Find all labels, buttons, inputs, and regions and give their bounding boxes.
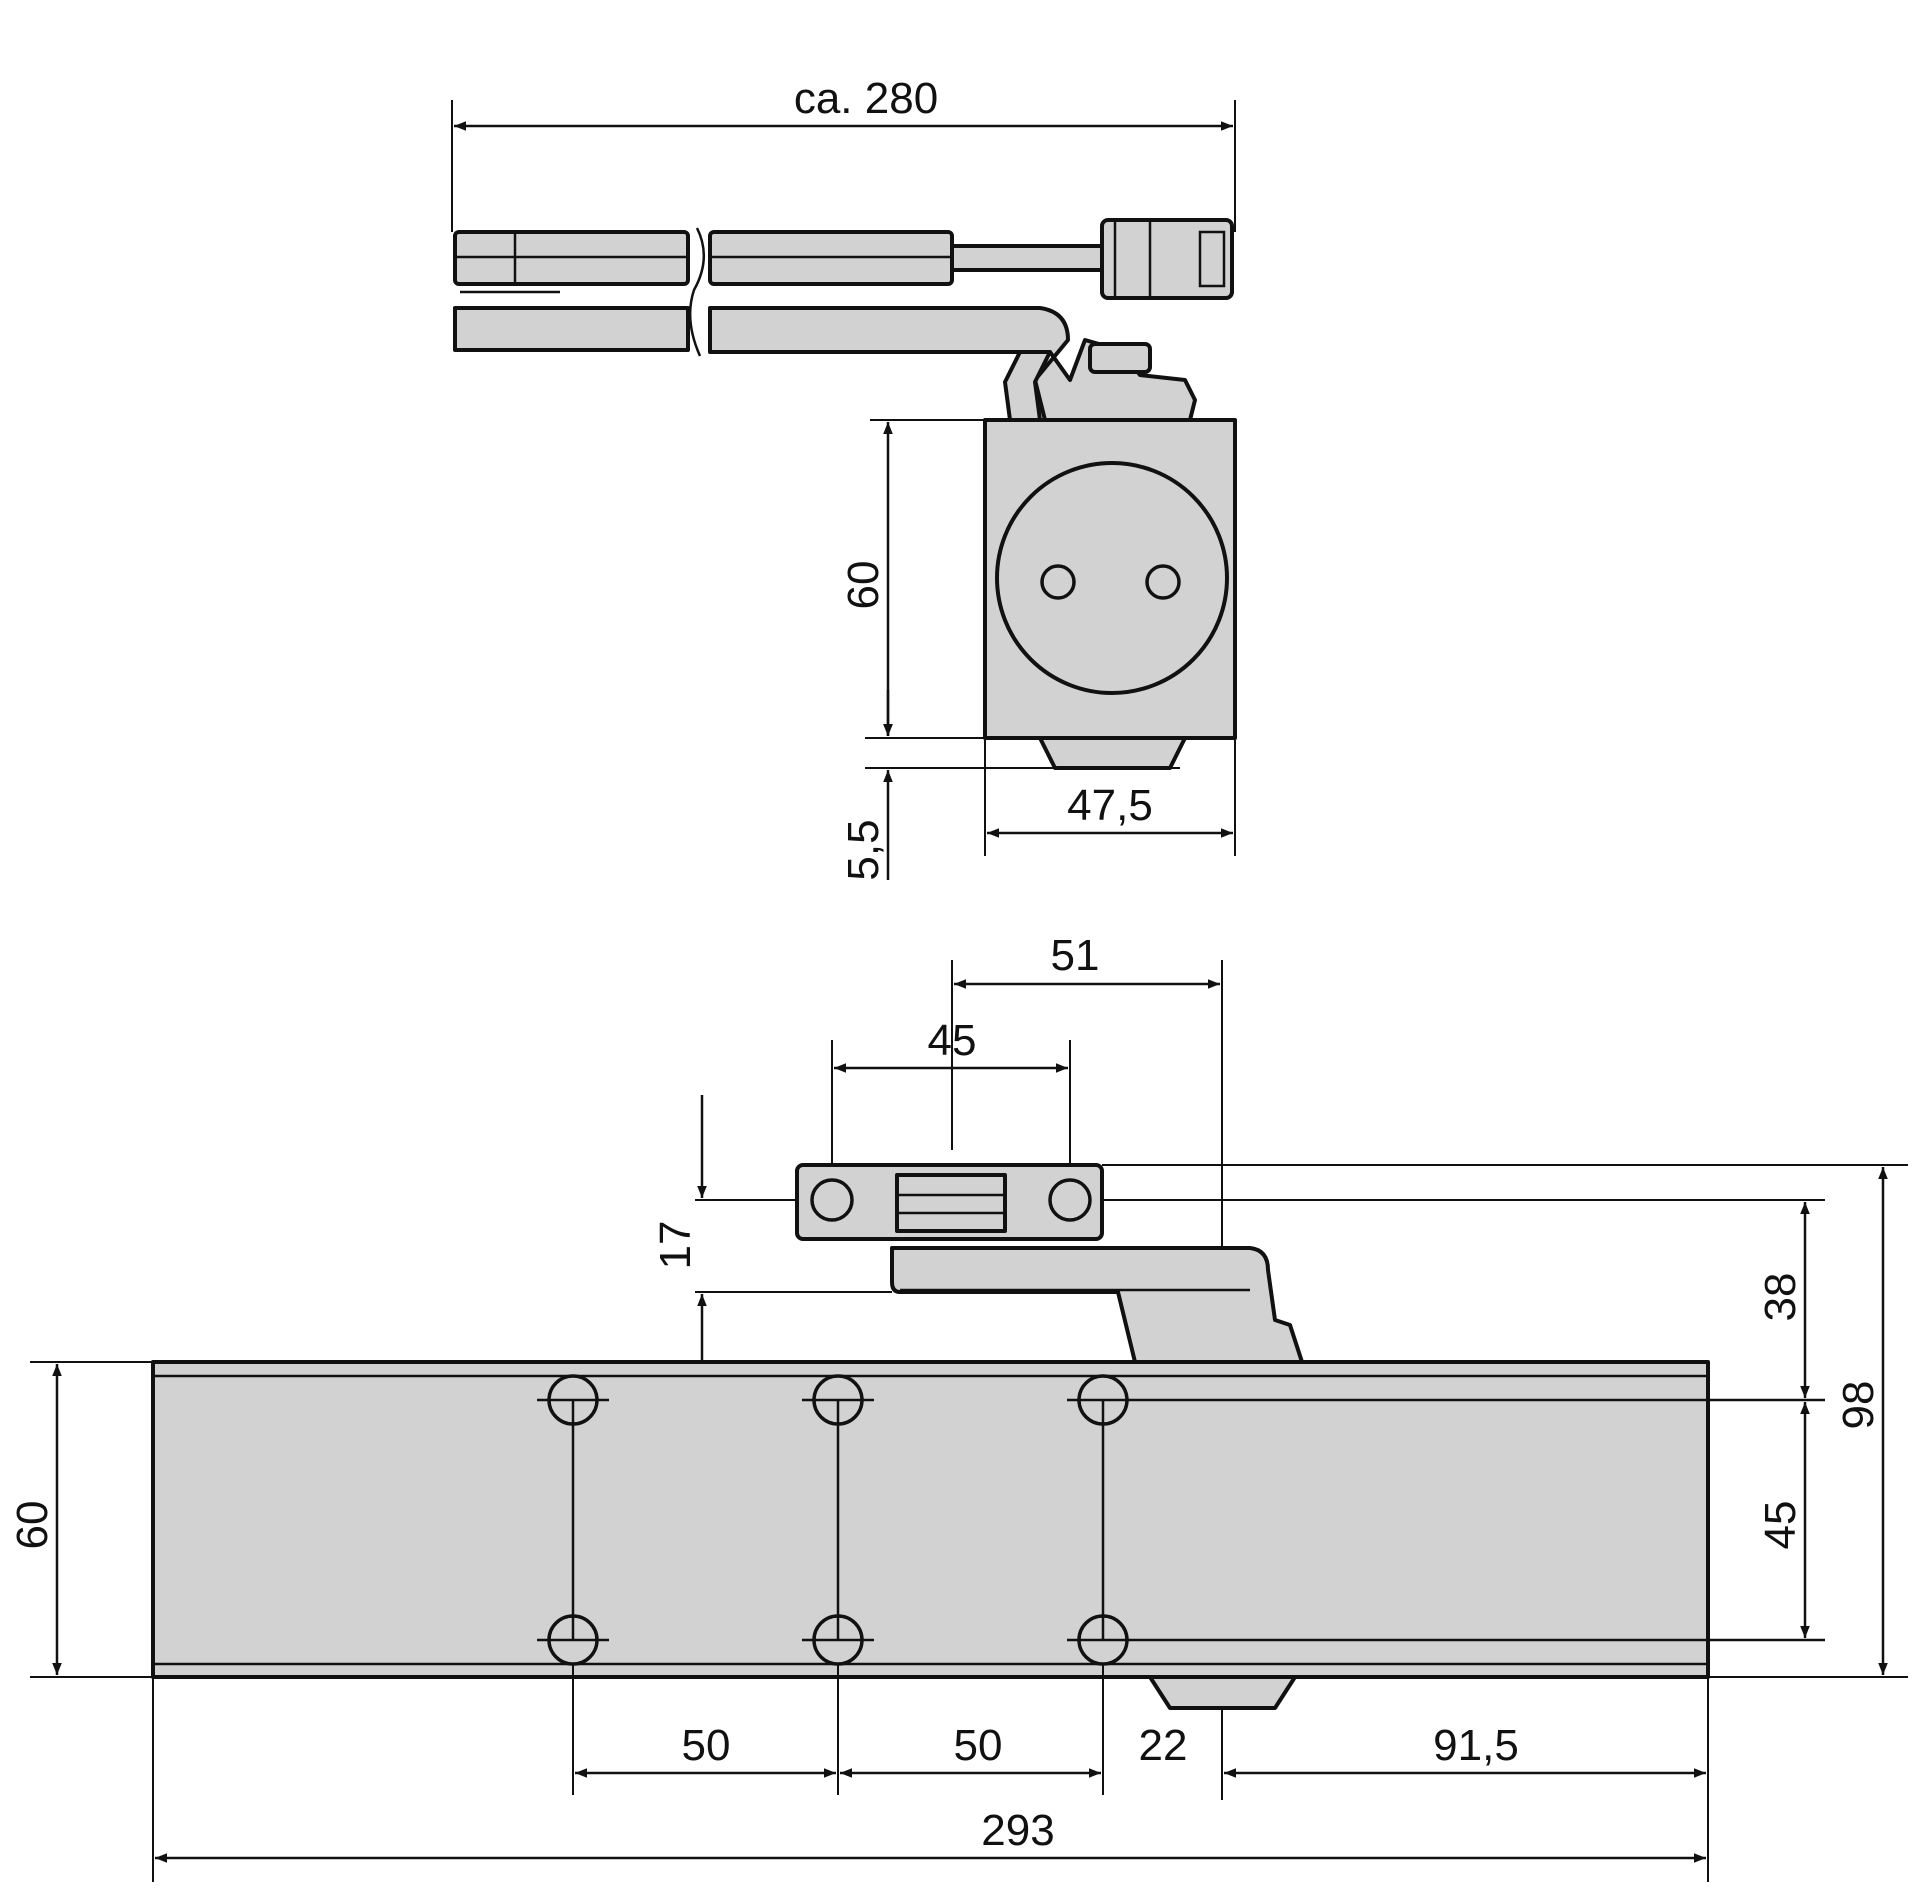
arm-span-label: 51 <box>1051 931 1100 980</box>
overall-width-label: 293 <box>981 1806 1054 1855</box>
offset-label: 5,5 <box>839 819 888 880</box>
arm-offset-label: 17 <box>651 1221 700 1270</box>
body-foot <box>1148 1675 1297 1710</box>
top-view: ca. 280 60 <box>451 74 1237 881</box>
pivot-hole <box>1040 564 1076 600</box>
overall-length-label: ca. 280 <box>794 74 938 123</box>
bracket-width-label: 47,5 <box>1067 781 1153 830</box>
upper-to-body-label: 38 <box>1756 1273 1805 1322</box>
mount-hole-spacing-label: 45 <box>928 1016 977 1065</box>
set-screw <box>1088 342 1152 374</box>
hole-pitch-1-label: 50 <box>682 1721 731 1770</box>
front-view: 51 45 17 <box>8 931 1908 1882</box>
break-mark <box>688 227 706 357</box>
overall-height-label: 98 <box>1834 1381 1883 1430</box>
body-hole-spacing-label: 45 <box>1756 1501 1805 1550</box>
pivot-disc <box>995 461 1229 695</box>
shoe-insert <box>895 1173 1007 1233</box>
bracket-height-label: 60 <box>839 561 888 610</box>
hole-pattern <box>537 1374 1825 1666</box>
body-height-label: 60 <box>8 1501 57 1550</box>
shoe-screw-hole <box>1048 1178 1092 1222</box>
bracket-foot <box>1038 736 1187 770</box>
arm-linkage <box>890 1246 1304 1364</box>
slide-rail <box>453 218 1234 300</box>
hole-pitch-2-label: 50 <box>954 1721 1003 1770</box>
shoe-screw-hole <box>810 1178 854 1222</box>
closer-body <box>151 1360 1710 1679</box>
axis-offset-label: 22 <box>1139 1721 1188 1770</box>
lever-arm <box>453 306 1197 422</box>
right-remainder-label: 91,5 <box>1433 1721 1519 1770</box>
pivot-hole <box>1145 564 1181 600</box>
